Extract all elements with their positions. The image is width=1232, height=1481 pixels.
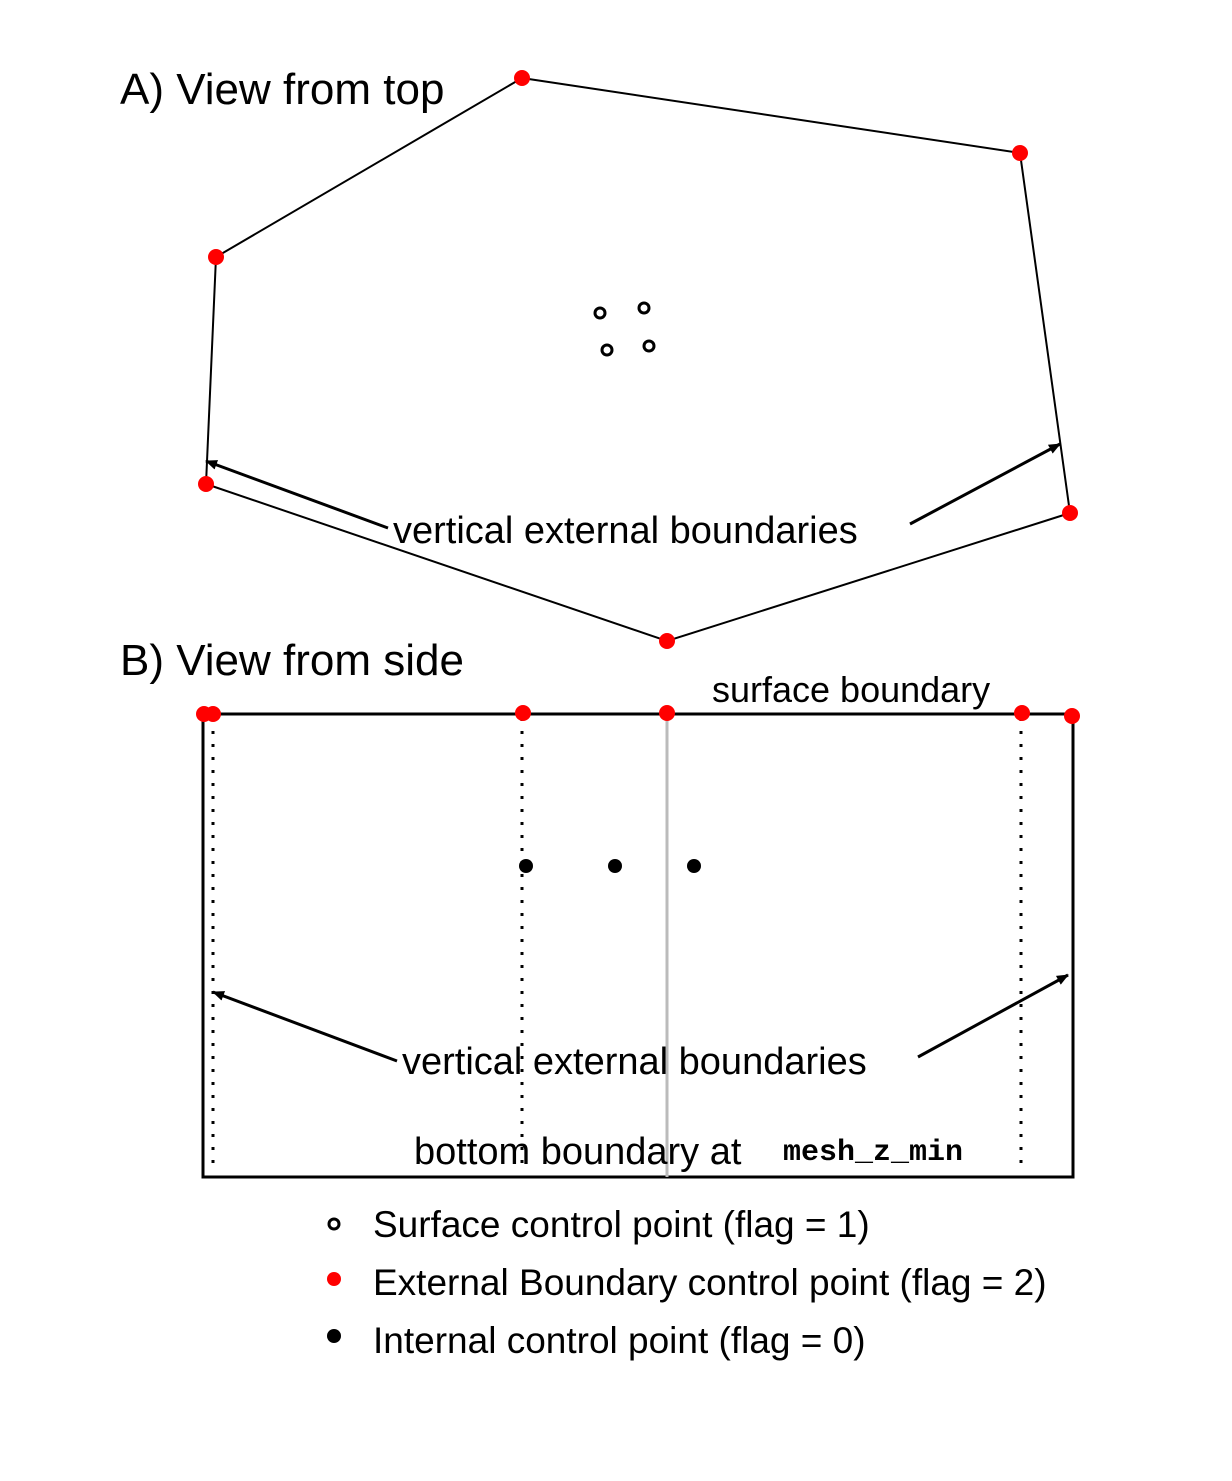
red-dot-icon [327,1272,341,1286]
bottom-boundary-label: bottom boundary at [414,1131,742,1173]
boundary-point [659,705,675,721]
surface-point [642,339,656,353]
side-view-box [201,712,1075,1179]
surface-point [600,343,614,357]
arrow-left [205,459,389,530]
boundary-point [1014,705,1030,721]
arrow-right [917,973,1069,1059]
legend-item-label: External Boundary control point (flag = … [373,1262,1047,1303]
boundary-point [205,706,221,722]
side-view-internal-points [519,859,701,873]
arrow-left [212,990,398,1063]
panel-side-view: B) View from side surface boundary verti… [120,636,1080,1179]
boundary-point [1064,708,1080,724]
panel-b-arrow-label: vertical external boundaries [402,1041,867,1083]
panel-a-title: A) View from top [120,65,444,114]
boundary-point [1062,505,1078,521]
boundary-point [1012,145,1028,161]
panel-b-title: B) View from side [120,636,464,685]
legend: Surface control point (flag = 1) Externa… [327,1204,1047,1361]
top-view-surface-points [593,301,656,357]
dotted-boundary-lines [211,718,1023,1172]
legend-item-label: Internal control point (flag = 0) [373,1320,866,1361]
boundary-point [659,633,675,649]
internal-point [687,859,701,873]
black-dot-icon [327,1329,341,1343]
panel-a-arrow-label: vertical external boundaries [393,510,858,552]
side-view-boundary-points [196,705,1080,724]
internal-point [608,859,622,873]
top-view-boundary-polygon [204,76,1072,643]
legend-item-label: Surface control point (flag = 1) [373,1204,870,1245]
surface-point [637,301,651,315]
surface-boundary-label: surface boundary [712,669,990,710]
internal-point [519,859,533,873]
open-circle-icon [327,1217,341,1231]
top-view-boundary-points [198,70,1078,649]
boundary-point [515,705,531,721]
surface-point [593,306,607,320]
boundary-point [198,476,214,492]
boundary-point [514,70,530,86]
boundary-point [208,249,224,265]
bottom-boundary-code: mesh_z_min [783,1136,963,1170]
panel-top-view: A) View from top vertical external bound… [120,65,1078,649]
arrow-right [909,442,1061,526]
